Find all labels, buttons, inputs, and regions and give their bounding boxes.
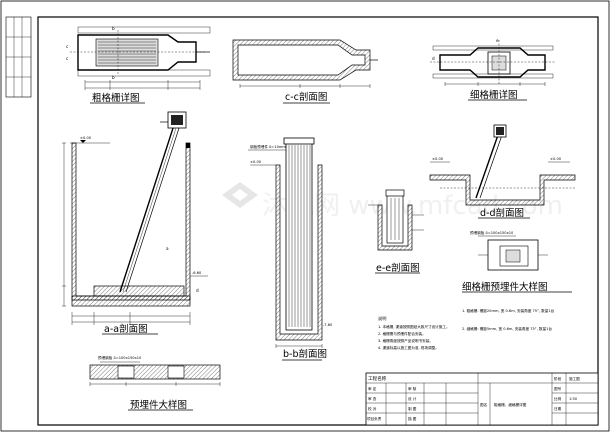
bb-plate-label: 钢板预埋件 δ=10mm bbox=[250, 144, 286, 149]
title-block: 工程名称 审 定 审 核 审 查 设 计 校 对 制 图 项目负责 描 图 图名… bbox=[365, 372, 599, 426]
tb-drawing-label: 图名 bbox=[480, 402, 488, 407]
tb-row3-b: 制 图 bbox=[408, 406, 417, 411]
tb-field-stage-label: 阶段 bbox=[554, 376, 562, 381]
aa-elev-mid: -6.60 bbox=[192, 271, 202, 275]
bb-elev-bottom: -7.60 bbox=[323, 323, 333, 327]
tb-row4-a: 项目负责 bbox=[367, 416, 382, 421]
section-cc bbox=[232, 39, 378, 88]
section-ee bbox=[368, 189, 424, 251]
title-coarse-screen-detail: 粗格栅详图 bbox=[92, 92, 140, 104]
section-bb: 钢板预埋件 δ=10mm ±0.00 -7.60 bbox=[248, 137, 333, 348]
section-mark-a-incline: a bbox=[166, 246, 169, 251]
notes-item-3: 3. 格栅角度按照产品说明书安装。 bbox=[378, 338, 433, 343]
notes-item-4: 4. 渠道标高以施工图为准, 现场调整。 bbox=[378, 345, 439, 350]
title-section-dd: d-d剖面图 bbox=[480, 207, 524, 219]
section-mark-c-left-2: c bbox=[66, 56, 69, 61]
dd-elev-left: ±0.00 bbox=[432, 157, 444, 161]
tb-row4-b: 描 图 bbox=[408, 416, 417, 421]
binding-strip bbox=[5, 16, 32, 98]
bb-elev-top: ±0.00 bbox=[250, 160, 262, 164]
notes-heading: 说明 bbox=[378, 315, 386, 322]
coarse-screen-plan: b b c c bbox=[66, 26, 211, 90]
section-aa: ±0.00 -6.60 a d bbox=[62, 111, 208, 325]
section-mark-d-left: d bbox=[432, 56, 435, 61]
embedded-tag-fine: 预埋钢板 δ=100x150x10 bbox=[470, 230, 514, 235]
embedded-part-detail: 预埋钢板 δ=100x150x10 bbox=[89, 355, 221, 386]
sheet-inner-border bbox=[37, 16, 599, 426]
notes-block: 说明 1. 本格栅, 渠道按照图纸大致尺寸设计施工。 2. 格栅需与预埋件配合安… bbox=[378, 308, 555, 350]
section-mark-d-aa: d bbox=[196, 288, 199, 293]
tb-field-date-label: 日期 bbox=[554, 406, 562, 411]
tb-field-scale-label: 比例 bbox=[554, 396, 562, 401]
notes-item-2: 2. 格栅需与预埋件配合安装。 bbox=[378, 331, 426, 336]
tb-project-label: 工程名称 bbox=[368, 375, 387, 382]
aa-elev-top: ±0.00 bbox=[80, 136, 92, 140]
tb-drawing-name: 粗格栅、细格栅详图 bbox=[494, 402, 527, 407]
title-section-aa: a-a剖面图 bbox=[104, 323, 148, 335]
watermark-logo bbox=[222, 182, 258, 208]
title-section-cc: c-c剖面图 bbox=[285, 91, 327, 103]
section-dd: ±0.00 ±0.00 bbox=[429, 124, 576, 206]
title-embedded-detail: 预埋件大样图 bbox=[130, 399, 187, 411]
dd-elev-right: ±0.00 bbox=[550, 157, 562, 161]
section-mark-e-top: e bbox=[496, 38, 499, 43]
section-mark-b-bottom: b bbox=[112, 75, 115, 80]
tb-field-no-label: 图号 bbox=[554, 386, 562, 391]
tb-row3-a: 校 对 bbox=[368, 406, 377, 411]
title-section-bb: b-b剖面图 bbox=[283, 348, 327, 360]
title-fine-screen-embedded: 细格栅预埋件大样图 bbox=[462, 281, 548, 293]
section-mark-b-top: b bbox=[112, 26, 115, 31]
notes-right-item-1: 1. 粗格栅: 栅距20mm, 宽 0.8m, 安装角度 75°, 数量1台 bbox=[462, 308, 555, 313]
title-fine-screen-detail: 细格栅详图 bbox=[470, 89, 518, 101]
section-mark-c-left: c bbox=[66, 44, 69, 49]
notes-right-item-2: 2. 细格栅: 栅距5mm, 宽 0.6m, 安装角度 75°, 数量1台 bbox=[462, 326, 552, 331]
tb-field-scale-value: 1:50 bbox=[569, 397, 578, 401]
tb-row1-b: 审 核 bbox=[408, 386, 417, 391]
title-section-ee: e-e剖面图 bbox=[376, 262, 420, 274]
embedded-tag: 预埋钢板 δ=100x150x10 bbox=[98, 355, 142, 360]
tb-row2-a: 审 查 bbox=[368, 396, 377, 401]
notes-item-1: 1. 本格栅, 渠道按照图纸大致尺寸设计施工。 bbox=[378, 324, 450, 329]
tb-row2-b: 设 计 bbox=[408, 396, 417, 401]
fine-screen-plan: e d bbox=[430, 38, 556, 86]
tb-field-stage-value: 施工图 bbox=[569, 376, 580, 381]
fine-screen-embedded-detail: 预埋钢板 δ=100x150x10 bbox=[470, 230, 548, 271]
tb-row1-a: 审 定 bbox=[368, 386, 377, 391]
